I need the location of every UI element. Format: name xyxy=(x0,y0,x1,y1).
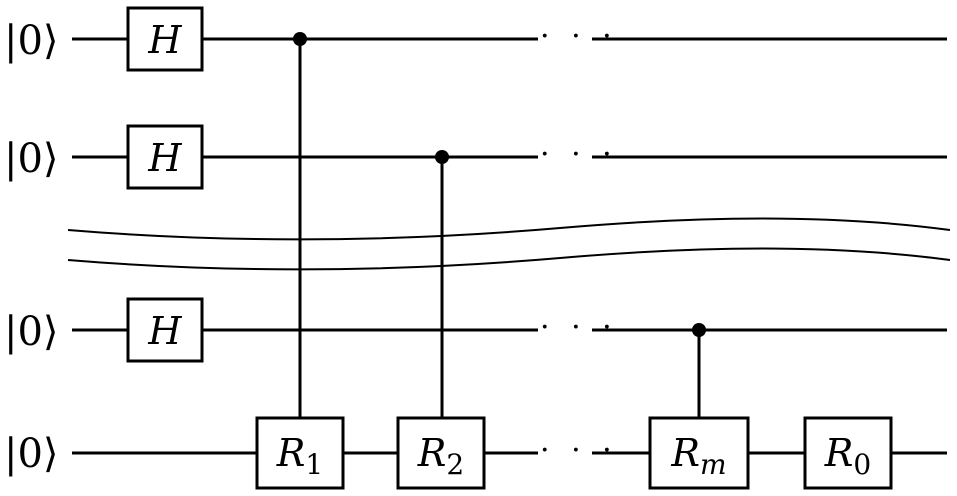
qubit-label-4: |0⟩ xyxy=(4,431,59,477)
qubit-label-2: |0⟩ xyxy=(4,136,59,182)
qubit-label-1: |0⟩ xyxy=(4,18,59,64)
rotation-gate-r2-label: R2 xyxy=(417,431,464,481)
wire-break-upper xyxy=(67,217,951,241)
wire-break-lower xyxy=(67,247,951,271)
ellipsis-wire-4: · · · xyxy=(540,433,618,468)
hadamard-gate-3: H xyxy=(126,297,204,363)
hadamard-gate-1-label: H xyxy=(147,18,182,62)
hadamard-gate-1: H xyxy=(126,6,204,72)
hadamard-gate-3-label: H xyxy=(147,309,182,353)
rotation-gate-r0: R0 xyxy=(803,416,893,490)
control-dot-r2 xyxy=(435,150,449,164)
rotation-gate-r0-label: R0 xyxy=(824,431,871,481)
rotation-gate-rm: Rm xyxy=(648,416,750,490)
rotation-gate-r1-label: R1 xyxy=(276,431,323,481)
qubit-label-3: |0⟩ xyxy=(4,309,59,355)
hadamard-gate-2-label: H xyxy=(147,136,182,180)
rotation-gate-rm-label: Rm xyxy=(670,431,726,481)
control-dot-r1 xyxy=(293,32,307,46)
rotation-gate-r1: R1 xyxy=(255,416,345,490)
ellipsis-wire-3: · · · xyxy=(540,310,618,345)
rotation-gate-r2: R2 xyxy=(396,416,486,490)
control-dot-rm xyxy=(692,323,706,337)
hadamard-gate-2: H xyxy=(126,124,204,190)
ellipsis-wire-2: · · · xyxy=(540,137,618,172)
ellipsis-wire-1: · · · xyxy=(540,19,618,54)
